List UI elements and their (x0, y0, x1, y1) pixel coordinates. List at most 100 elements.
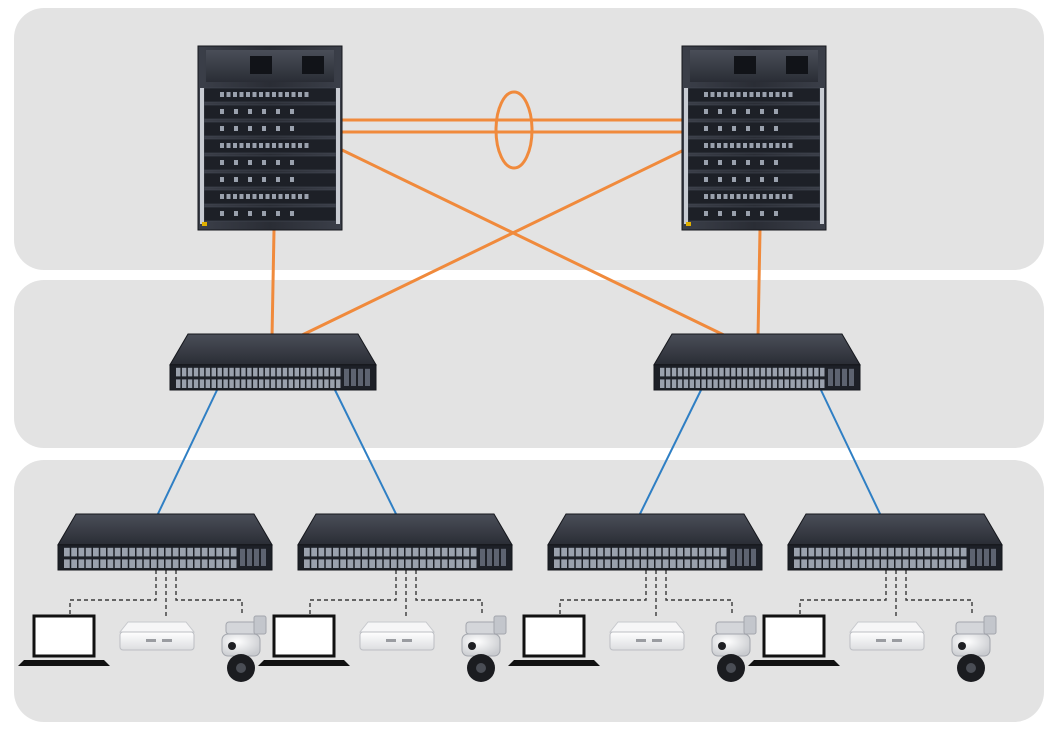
switch-port (772, 367, 778, 377)
switch-port (830, 559, 836, 568)
laptop-base (18, 660, 110, 666)
chassis-rail (336, 88, 340, 224)
switch-port (288, 379, 294, 388)
switch-port (796, 367, 801, 377)
switch-port (725, 379, 730, 388)
switch-port (590, 559, 596, 568)
chassis-port (298, 143, 302, 148)
core-to-aggregation-link (756, 229, 762, 339)
switch-uplink-port (344, 368, 349, 386)
switch-port (778, 379, 783, 388)
switch-port (230, 559, 237, 568)
switch-uplink-port (744, 548, 749, 566)
switch-port (691, 547, 698, 557)
switch-port (677, 367, 683, 377)
switch-port (325, 559, 332, 568)
switch-port (684, 547, 691, 557)
switch-port (597, 547, 604, 557)
chassis-port (226, 194, 231, 199)
access-endpoint-links (559, 570, 733, 616)
switch-port (626, 559, 633, 568)
switch-port (223, 559, 230, 568)
switch-port (354, 559, 361, 568)
ptz-camera-icon (461, 615, 507, 682)
endpoint-dashed-link (559, 570, 647, 616)
access-switch-2 (297, 513, 513, 571)
switch-port (820, 367, 825, 377)
laptop-base (748, 660, 840, 666)
switch-port (78, 559, 85, 568)
camera-lens (236, 663, 246, 673)
switch-port (201, 559, 208, 568)
chassis-port (285, 143, 289, 148)
aggregation-to-access-link (333, 387, 399, 519)
chassis-port (291, 194, 296, 199)
endpoint-dashed-link (799, 570, 887, 616)
ptz-camera-icon (711, 615, 757, 682)
switch-port (180, 547, 186, 557)
switch-port (939, 559, 945, 568)
switch-uplink-port (487, 548, 492, 566)
switch-port (362, 559, 368, 568)
switch-port (648, 547, 654, 557)
chassis-port (265, 92, 270, 97)
chassis-port (291, 143, 296, 148)
switch-port (924, 547, 931, 557)
switch-port (71, 559, 77, 568)
chassis-port (262, 109, 266, 114)
switch-port (633, 547, 640, 557)
ap-top (358, 621, 436, 633)
switch-port (383, 547, 390, 557)
ap-top (608, 621, 686, 633)
switch-port (583, 547, 589, 557)
chassis-psu (250, 56, 272, 74)
switch-port (449, 559, 455, 568)
switch-port (778, 367, 783, 377)
switch-port (689, 379, 695, 388)
camera-mount-arm (493, 615, 507, 635)
switch-port (815, 559, 822, 568)
chassis-rail (684, 88, 688, 224)
switch-port (176, 379, 181, 388)
chassis-port (220, 160, 224, 165)
chassis-port (746, 126, 750, 131)
switch-top-face (787, 513, 1003, 546)
switch-port (129, 547, 135, 557)
ap-port (892, 639, 902, 642)
switch-port (376, 547, 383, 557)
switch-port (318, 559, 325, 568)
switch-port (612, 547, 618, 557)
switch-port (318, 367, 323, 377)
switch-port (859, 547, 865, 557)
chassis-port (746, 211, 750, 216)
switch-port (830, 547, 836, 557)
switch-port (230, 547, 237, 557)
switch-port (107, 547, 114, 557)
switch-port (223, 379, 228, 388)
switch-port (808, 379, 813, 388)
switch-port (456, 559, 462, 568)
switch-port (902, 547, 909, 557)
switch-port (633, 559, 640, 568)
switch-port (720, 559, 727, 568)
switch-port (684, 559, 691, 568)
chassis-port (756, 194, 760, 199)
switch-port (873, 547, 880, 557)
devices-layer (18, 45, 1003, 682)
switch-port (216, 559, 222, 568)
switch-port (318, 379, 323, 388)
switch-port (136, 559, 143, 568)
switch-uplink-port (751, 548, 756, 566)
switch-port (181, 379, 187, 388)
switch-port (660, 379, 665, 388)
chassis-port (285, 194, 289, 199)
switch-port (158, 547, 164, 557)
chassis-port (246, 92, 250, 97)
chassis-port (234, 109, 238, 114)
switch-port (187, 547, 193, 557)
chassis-port (248, 211, 252, 216)
switch-port (288, 367, 294, 377)
switch-port (122, 547, 128, 557)
switch-port (463, 559, 470, 568)
switch-port (330, 367, 335, 377)
